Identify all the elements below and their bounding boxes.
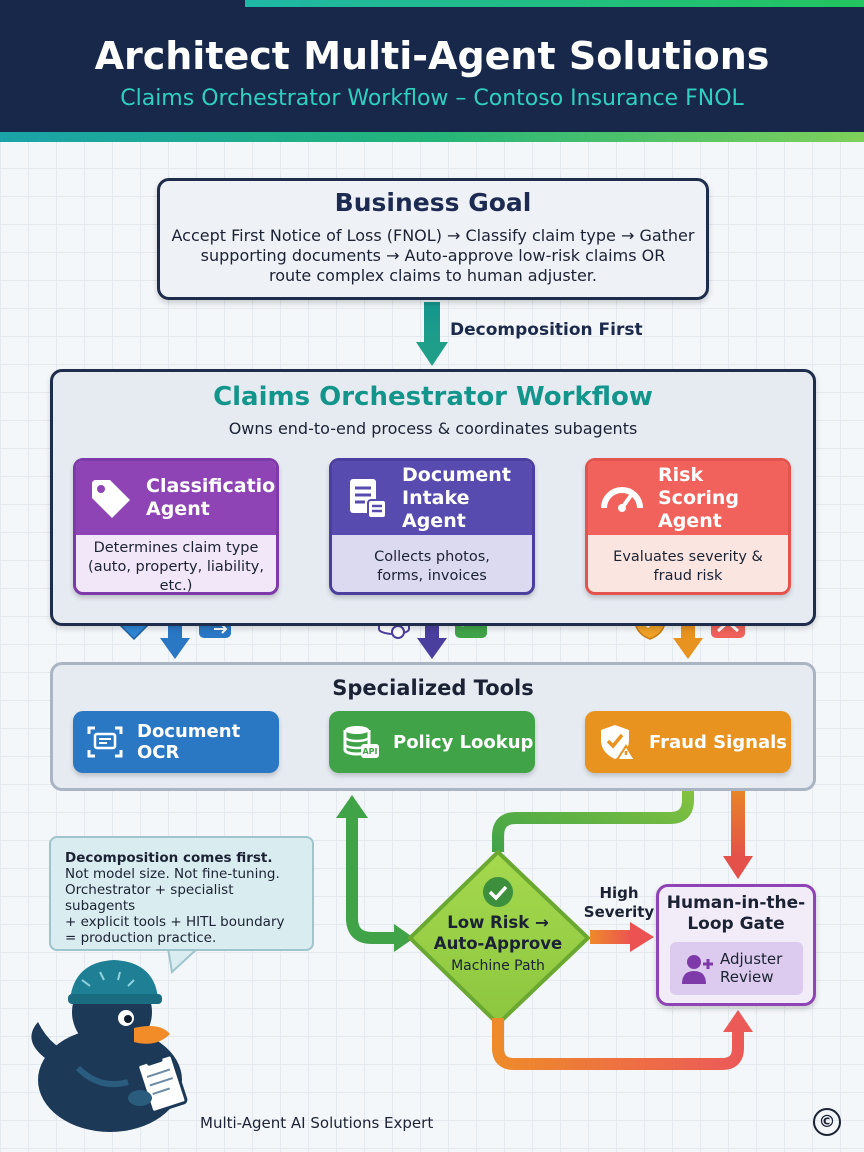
hitl-title-line: Loop Gate xyxy=(687,914,785,934)
agent-header: Document Intake Agent xyxy=(332,461,532,535)
decision-label: Low Risk → Auto-Approve xyxy=(418,912,578,954)
risk-scoring-agent-card: Risk Scoring Agent Evaluates severity & … xyxy=(585,458,791,595)
agent-description: Evaluates severity & fraud risk xyxy=(588,535,788,592)
decision-sublabel: Machine Path xyxy=(451,958,545,974)
agent-description-line: Determines claim type xyxy=(93,539,259,556)
business-goal-line: route complex claims to human adjuster. xyxy=(269,266,597,285)
note-line: Orchestrator + specialist subagents xyxy=(65,882,234,914)
database-api-icon: API xyxy=(343,726,379,758)
hitl-gate-title: Human-in-the- Loop Gate xyxy=(656,893,816,935)
svg-text:API: API xyxy=(362,747,377,756)
page-title: Architect Multi-Agent Solutions xyxy=(94,34,770,78)
gauge-icon xyxy=(601,487,643,512)
agent-description: Determines claim type (auto, property, l… xyxy=(76,535,276,594)
decomposition-note: Decomposition comes first. Not model siz… xyxy=(49,836,314,951)
agent-name-line: Risk Scoring xyxy=(658,463,740,509)
speech-bubble-tail xyxy=(166,947,201,974)
agent-header: Classification Agent xyxy=(76,461,276,535)
decision-to-hitl-loop xyxy=(492,1010,753,1070)
high-severity-line: High xyxy=(599,884,639,902)
adjuster-line: Review xyxy=(720,968,774,986)
agent-description-line: (auto, property, liability, etc.) xyxy=(88,558,264,594)
note-line: = production practice. xyxy=(65,930,217,946)
agent-name-line: Agent xyxy=(658,509,722,532)
fraud-signals-tool: Fraud Signals xyxy=(585,711,791,773)
shield-warning-icon xyxy=(601,725,637,761)
agent-description: Collects photos, forms, invoices xyxy=(332,535,532,592)
decomposition-arrow xyxy=(416,302,448,366)
add-user-icon xyxy=(682,955,713,984)
high-severity-arrow xyxy=(590,922,654,952)
policy-decision-connector xyxy=(336,795,414,952)
note-line: + explicit tools + HITL boundary xyxy=(65,914,285,930)
agent-name: Classification Agent xyxy=(146,475,279,521)
decision-label-line: Auto-Approve xyxy=(433,934,563,953)
high-severity-label: High Severity xyxy=(582,884,656,922)
document-icon xyxy=(350,479,387,519)
agent-name: Document Intake Agent xyxy=(402,464,532,533)
agent-description-line: Collects photos, xyxy=(374,549,490,565)
header-banner xyxy=(0,0,864,136)
header-accent-bar xyxy=(245,0,864,7)
header-gradient-bar xyxy=(0,132,864,142)
agent-description-line: fraud risk xyxy=(653,568,723,584)
agent-description-line: forms, invoices xyxy=(377,568,487,584)
agent-name-line: Classification xyxy=(146,475,279,497)
note-heading: Decomposition comes first. xyxy=(65,850,273,866)
agent-name-line: Document xyxy=(402,463,511,486)
adjuster-line: Adjuster xyxy=(720,950,783,968)
business-goal-line: supporting documents → Auto-approve low-… xyxy=(200,246,666,265)
orchestrator-subtitle: Owns end-to-end process & coordinates su… xyxy=(228,419,638,438)
classification-agent-card: Classification Agent Determines claim ty… xyxy=(73,458,279,595)
hitl-title-line: Human-in-the- xyxy=(666,893,806,913)
agent-header: Risk Scoring Agent xyxy=(588,461,788,535)
high-severity-line: Severity xyxy=(583,903,655,921)
footer-credit: Multi-Agent AI Solutions Expert xyxy=(200,1114,434,1132)
copyright-icon: © xyxy=(813,1108,841,1136)
agent-description-line: Evaluates severity & xyxy=(613,549,763,565)
tag-icon xyxy=(92,480,130,518)
business-goal-title: Business Goal xyxy=(334,188,532,217)
business-goal-box xyxy=(157,178,709,300)
business-goal-text: Accept First Notice of Loss (FNOL) → Cla… xyxy=(170,226,696,286)
policy-lookup-tool: API Policy Lookup xyxy=(329,711,535,773)
tool-label: Document OCR xyxy=(137,721,241,763)
adjuster-review-label: Adjuster Review xyxy=(720,950,800,986)
duck-mascot-icon xyxy=(31,960,188,1132)
document-ocr-tool: Document OCR xyxy=(73,711,279,773)
fraud-to-decision-connector xyxy=(492,774,694,852)
scanner-icon xyxy=(87,726,123,758)
decision-label-line: Low Risk → xyxy=(447,913,549,932)
tool-label: Fraud Signals xyxy=(649,731,787,753)
agent-name-line: Intake Agent xyxy=(402,486,470,532)
agent-name-line: Agent xyxy=(146,498,210,520)
check-icon xyxy=(483,877,513,907)
specialized-tools-title: Specialized Tools xyxy=(332,676,534,700)
decomposition-label: Decomposition First xyxy=(450,320,643,340)
tool-label: Policy Lookup xyxy=(393,731,534,753)
page-subtitle: Claims Orchestrator Workflow – Contoso I… xyxy=(120,86,744,111)
document-intake-agent-card: Document Intake Agent Collects photos, f… xyxy=(329,458,535,595)
agent-name: Risk Scoring Agent xyxy=(658,464,788,533)
fraud-to-hitl-arrow xyxy=(723,774,753,879)
business-goal-line: Accept First Notice of Loss (FNOL) → Cla… xyxy=(171,226,695,245)
note-line: Not model size. Not fine-tuning. xyxy=(65,866,280,882)
orchestrator-title: Claims Orchestrator Workflow xyxy=(213,382,653,412)
adjuster-review-panel xyxy=(670,942,803,995)
